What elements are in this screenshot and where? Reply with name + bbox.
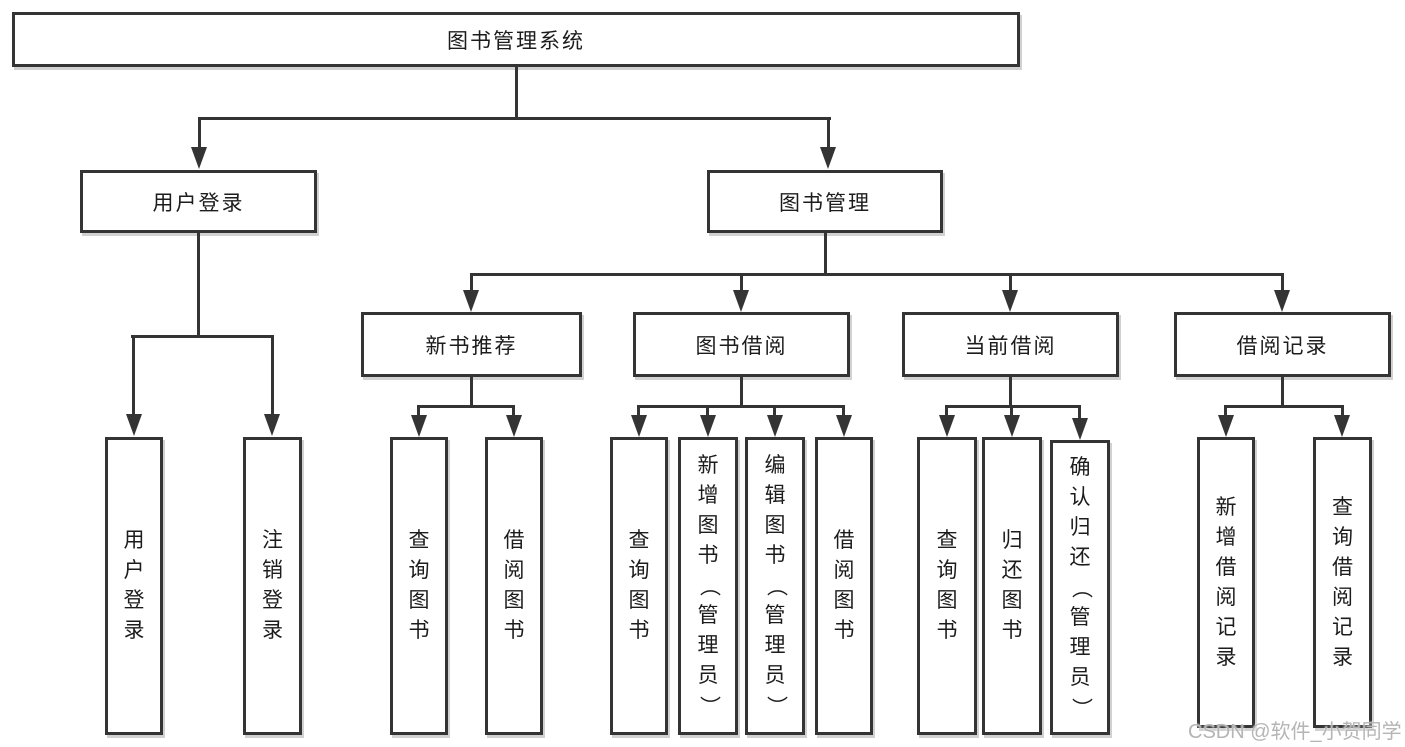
arrow-down-icon <box>1218 415 1234 437</box>
connector-line <box>197 233 200 338</box>
connector-line <box>773 405 776 417</box>
arrow-down-icon <box>1334 415 1350 437</box>
connector-line <box>1009 377 1012 408</box>
connector-line <box>637 405 640 417</box>
csdn-watermark: CSDN @软件_小贺同学 <box>1188 721 1402 743</box>
leaf-add-books-admin: 新增图书（管理员） <box>678 437 738 735</box>
connector-line <box>740 377 743 408</box>
arrow-down-icon <box>733 290 749 312</box>
arrow-down-icon <box>1002 290 1018 312</box>
connector-line <box>271 335 274 416</box>
connector-line <box>1281 377 1284 408</box>
arrow-down-icon <box>463 290 479 312</box>
connector-line <box>1224 405 1343 408</box>
connector-line <box>827 117 830 150</box>
connector-line <box>637 405 845 408</box>
leaf-borrow-books-borrow: 借阅图书 <box>815 437 873 735</box>
node-borrowing-records: 借阅记录 <box>1174 312 1391 377</box>
connector-line <box>1341 405 1344 417</box>
arrow-down-icon <box>264 414 280 436</box>
leaf-query-borrow-record: 查询借阅记录 <box>1313 437 1372 728</box>
connector-line <box>470 273 473 293</box>
connector-line <box>417 405 420 417</box>
node-root-system: 图书管理系统 <box>12 12 1020 67</box>
connector-line <box>132 335 135 416</box>
arrow-down-icon <box>767 415 783 437</box>
node-book-borrowing: 图书借阅 <box>633 312 850 377</box>
connector-line <box>198 117 831 120</box>
connector-line <box>842 405 845 417</box>
connector-line <box>945 405 1081 408</box>
connector-line <box>131 335 274 338</box>
arrow-down-icon <box>1072 418 1088 440</box>
leaf-query-books-borrow: 查询图书 <box>610 437 668 735</box>
leaf-query-books-recommend: 查询图书 <box>390 437 448 735</box>
leaf-edit-books-admin: 编辑图书（管理员） <box>745 437 805 735</box>
arrow-down-icon <box>631 415 647 437</box>
arrow-down-icon <box>506 415 522 437</box>
leaf-add-borrow-record: 新增借阅记录 <box>1197 437 1255 728</box>
connector-line <box>945 405 948 417</box>
node-new-book-recommend: 新书推荐 <box>361 312 582 377</box>
leaf-query-books-current: 查询图书 <box>917 437 977 735</box>
arrow-down-icon <box>836 415 852 437</box>
connector-line <box>740 273 743 293</box>
connector-line <box>1078 405 1081 419</box>
arrow-down-icon <box>820 147 836 169</box>
arrow-down-icon <box>700 415 716 437</box>
node-current-borrowing: 当前借阅 <box>902 312 1119 377</box>
arrow-down-icon <box>1004 415 1020 437</box>
connector-line <box>1010 405 1013 417</box>
connector-line <box>470 377 473 408</box>
leaf-return-books: 归还图书 <box>982 437 1042 735</box>
node-user-login: 用户登录 <box>80 170 317 233</box>
arrow-down-icon <box>939 415 955 437</box>
arrow-down-icon <box>191 147 207 169</box>
connector-line <box>470 273 1284 276</box>
leaf-borrow-books-recommend: 借阅图书 <box>485 437 543 735</box>
arrow-down-icon <box>1274 290 1290 312</box>
connector-line <box>1281 273 1284 293</box>
arrow-down-icon <box>411 415 427 437</box>
connector-line <box>515 67 518 119</box>
connector-line <box>824 233 827 276</box>
leaf-logout: 注销登录 <box>243 437 302 735</box>
node-book-management: 图书管理 <box>707 170 943 233</box>
leaf-confirm-return-admin: 确认归还（管理员） <box>1050 440 1110 735</box>
connector-line <box>1224 405 1227 417</box>
leaf-user-login: 用户登录 <box>105 437 163 735</box>
connector-line <box>1009 273 1012 293</box>
connector-line <box>198 117 201 150</box>
connector-line <box>706 405 709 417</box>
connector-line <box>418 405 515 408</box>
connector-line <box>512 405 515 417</box>
arrow-down-icon <box>126 414 142 436</box>
